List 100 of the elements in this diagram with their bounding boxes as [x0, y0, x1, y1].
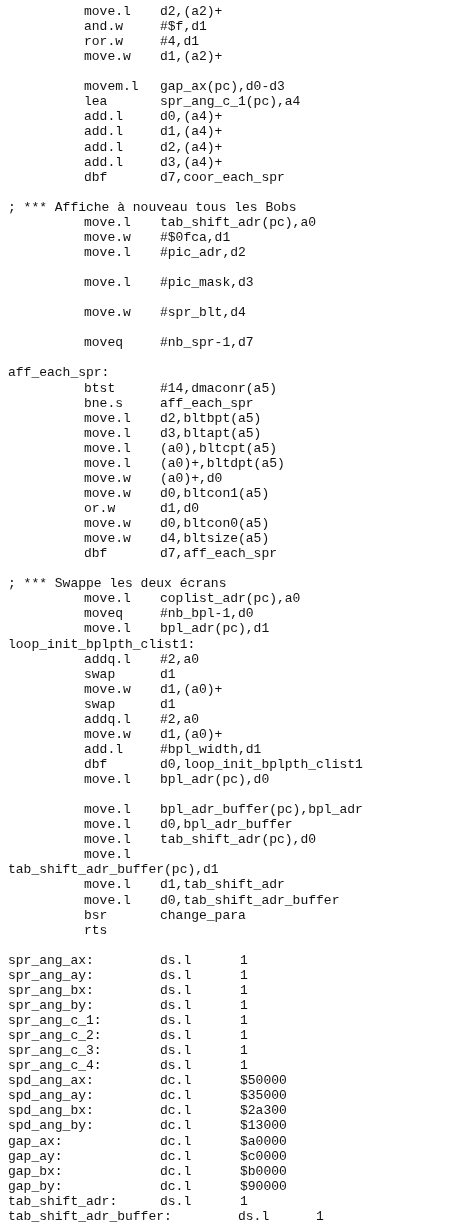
code-label: aff_each_spr: [8, 365, 110, 381]
operand: d7,coor_each_spr [160, 169, 285, 185]
value: $13000 [240, 1118, 287, 1134]
operand: d2,(a2)+ [160, 4, 223, 19]
value: $c0000 [240, 1148, 287, 1164]
mnemonic: swap [84, 666, 116, 682]
mnemonic: move.l [84, 244, 131, 260]
operand: coplist_adr(pc),a0 [160, 591, 301, 607]
value: 1 [316, 1208, 324, 1224]
directive: ds.l [160, 1028, 192, 1044]
code-label: gap_by: [8, 1178, 63, 1194]
mnemonic: move.l [84, 591, 131, 607]
operand: d1 [160, 666, 176, 682]
directive: dc.l [160, 1073, 192, 1089]
value: $2a300 [240, 1103, 287, 1119]
mnemonic: bne.s [84, 395, 123, 411]
operand: #14,dmaconr(a5) [160, 380, 278, 396]
code-label: spr_ang_c_4: [8, 1058, 102, 1074]
mnemonic: ror.w [84, 34, 123, 50]
code-label: spd_ang_ay: [8, 1088, 94, 1104]
mnemonic: add.l [84, 124, 123, 140]
operand: d1,d0 [160, 500, 199, 516]
code-label: gap_ay: [8, 1148, 63, 1164]
directive: ds.l [160, 952, 192, 968]
code-label: tab_shift_adr_buffer: [8, 1208, 172, 1224]
mnemonic: move.w [84, 470, 131, 486]
mnemonic: moveq [84, 335, 123, 351]
value: $b0000 [240, 1163, 287, 1179]
mnemonic: move.l [84, 621, 131, 637]
operand: spr_ang_c_1(pc),a4 [160, 94, 301, 110]
code-label: spr_ang_c_1: [8, 1013, 102, 1028]
operand: #$f,d1 [160, 19, 207, 35]
value: $50000 [240, 1073, 287, 1089]
mnemonic: move.w [84, 485, 131, 501]
mnemonic: move.l [84, 877, 131, 893]
value: 1 [240, 1028, 248, 1044]
mnemonic: moveq [84, 606, 123, 622]
operand: tab_shift_adr(pc),d0 [160, 832, 317, 848]
value: 1 [240, 1043, 248, 1059]
value: $35000 [240, 1088, 287, 1104]
operand: gap_ax(pc),d0-d3 [160, 79, 285, 95]
value: 1 [240, 1058, 248, 1074]
mnemonic: movem.l [84, 79, 139, 95]
directive: ds.l [160, 982, 192, 998]
directive: ds.l [238, 1208, 270, 1224]
operand: d1,(a0)+ [160, 681, 223, 697]
directive: ds.l [160, 997, 192, 1013]
mnemonic: move.w [84, 49, 131, 65]
directive: dc.l [160, 1103, 192, 1119]
code-label: gap_ax: [8, 1133, 63, 1149]
value: 1 [240, 982, 248, 998]
code-label: spr_ang_ay: [8, 967, 94, 983]
mnemonic: add.l [84, 139, 123, 155]
operand: d3,(a4)+ [160, 154, 223, 170]
operand: bpl_adr_buffer(pc),bpl_adr [160, 802, 363, 818]
operand: d0,bltcon0(a5) [160, 516, 270, 532]
code-label: spr_ang_c_3: [8, 1043, 102, 1059]
operand: d4,bltsize(a5) [160, 531, 270, 547]
operand: d1,(a4)+ [160, 124, 223, 140]
operand: d0,(a4)+ [160, 109, 223, 125]
mnemonic: move.w [84, 531, 131, 547]
value: 1 [240, 1013, 248, 1028]
operand: #spr_blt,d4 [160, 305, 246, 321]
operand: tab_shift_adr_buffer(pc),d1 [8, 862, 219, 878]
value: $a0000 [240, 1133, 287, 1149]
code-label: spr_ang_by: [8, 997, 94, 1013]
operand: d2,(a4)+ [160, 139, 223, 155]
mnemonic: move.w [84, 726, 131, 742]
value: 1 [240, 1193, 248, 1209]
operand: bpl_adr(pc),d0 [160, 772, 270, 788]
mnemonic: move.l [84, 214, 131, 230]
mnemonic: dbf [84, 546, 108, 562]
mnemonic: move.l [84, 275, 131, 291]
mnemonic: move.l [84, 410, 131, 426]
mnemonic: bsr [84, 907, 108, 923]
directive: ds.l [160, 967, 192, 983]
mnemonic: move.w [84, 516, 131, 532]
directive: dc.l [160, 1148, 192, 1164]
operand: #pic_mask,d3 [160, 275, 254, 291]
operand: aff_each_spr [160, 395, 254, 411]
code-comment: ; *** Swappe les deux écrans [8, 576, 227, 592]
mnemonic: move.l [84, 802, 131, 818]
operand: #$0fca,d1 [160, 229, 231, 245]
mnemonic: add.l [84, 741, 123, 757]
code-label: loop_init_bplpth_clist1: [8, 636, 196, 652]
code-label: spd_ang_by: [8, 1118, 94, 1134]
operand: d0,tab_shift_adr_buffer [160, 892, 340, 908]
code-comment: ; *** Affiche à nouveau tous les Bobs [8, 199, 297, 215]
directive: dc.l [160, 1088, 192, 1104]
operand: #4,d1 [160, 34, 199, 50]
mnemonic: move.l [84, 847, 131, 863]
directive: ds.l [160, 1043, 192, 1059]
mnemonic: add.l [84, 154, 123, 170]
code-label: spd_ang_ax: [8, 1073, 94, 1089]
mnemonic: or.w [84, 500, 116, 516]
code-label: gap_bx: [8, 1163, 63, 1179]
operand: d1 [160, 696, 176, 712]
directive: dc.l [160, 1178, 192, 1194]
mnemonic: move.l [84, 440, 131, 456]
operand: tab_shift_adr(pc),a0 [160, 214, 317, 230]
